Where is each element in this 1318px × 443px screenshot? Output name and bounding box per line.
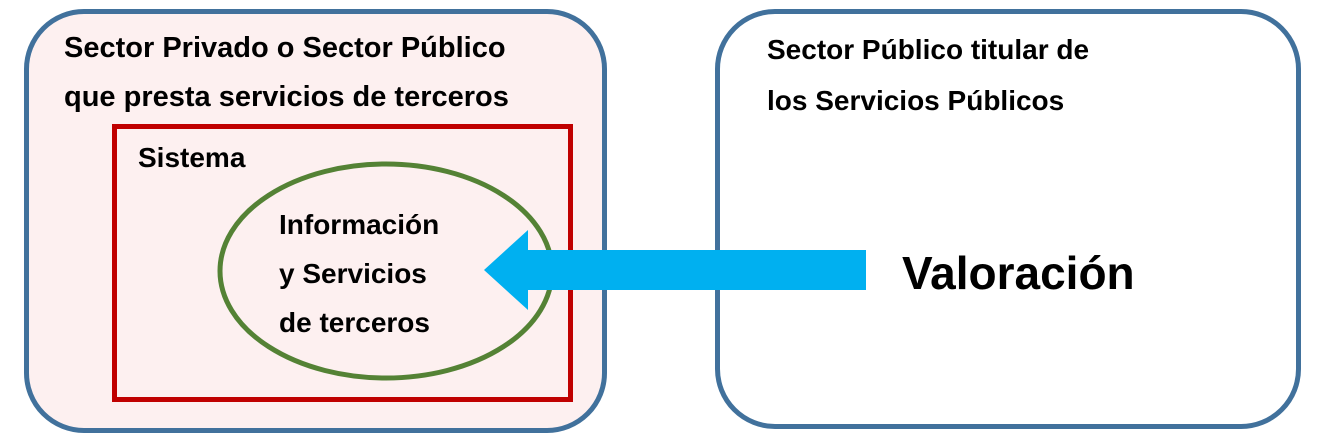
system-label: Sistema [138,142,246,173]
left-box-title-line-2: que presta servicios de terceros [64,81,509,113]
info-line-2: y Servicios [279,258,427,289]
valoracion-label: Valoración [902,247,1135,299]
right-box-title-line-1: Sector Público titular de [767,34,1090,65]
right-box-title-line-2: los Servicios Públicos [767,85,1065,116]
left-box-title-line-1: Sector Privado o Sector Público [64,32,506,64]
info-line-3: de terceros [279,307,430,338]
info-line-1: Información [279,209,440,240]
public-sector-owner-box [715,9,1301,429]
